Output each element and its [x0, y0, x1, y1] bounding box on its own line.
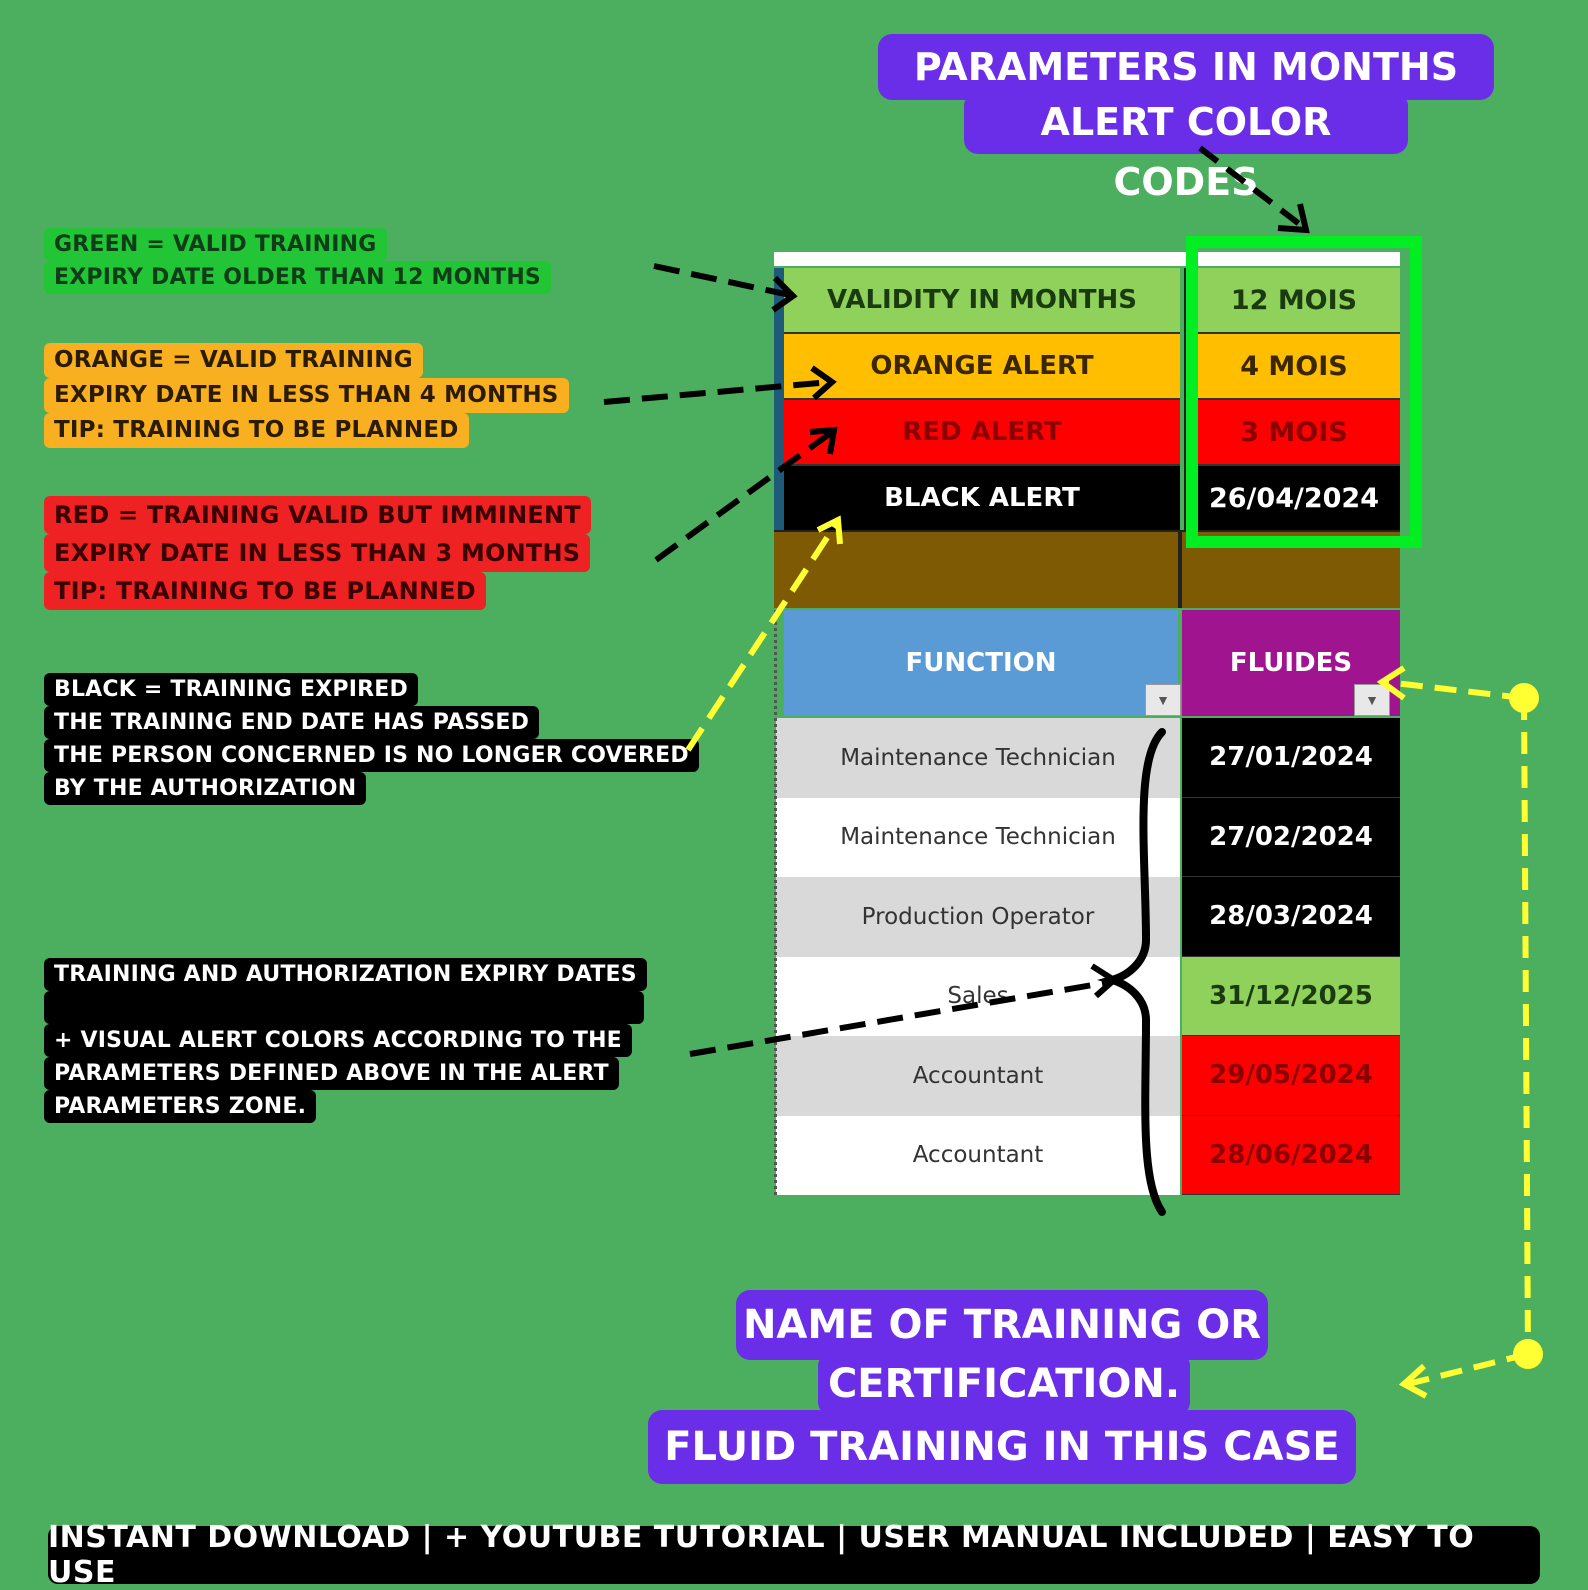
function-cell[interactable]: Maintenance Technician [776, 718, 1180, 798]
param-name-label: ORANGE ALERT [870, 351, 1094, 381]
arrow-params [1198, 145, 1310, 234]
arrow-orange [603, 365, 837, 405]
param-value-label: 4 MOIS [1240, 350, 1348, 382]
expiry-date-cell[interactable]: 31/12/2025 [1182, 956, 1400, 1036]
parameters-callout: PARAMETERS IN MONTHS FOR ALERT COLOR COD… [878, 34, 1494, 204]
function-header-label: FUNCTION [905, 648, 1057, 678]
param-name-label: BLACK ALERT [884, 483, 1080, 513]
arrow-green [653, 263, 798, 313]
parameters-callout-line1: PARAMETERS IN MONTHS FOR [878, 34, 1494, 155]
green-legend-line: EXPIRY DATE OLDER THAN 12 MONTHS [44, 261, 551, 294]
red-legend-line: TIP: TRAINING TO BE PLANNED [44, 572, 486, 610]
sheet-top-border [774, 252, 1400, 266]
black-legend: BLACK = TRAINING EXPIRED THE TRAINING EN… [44, 673, 699, 805]
param-name-cell[interactable]: ORANGE ALERT [784, 334, 1180, 400]
function-cell[interactable]: Accountant [776, 1036, 1180, 1116]
table-left-edge [774, 610, 781, 1195]
arrow-red [654, 426, 838, 563]
expiry-date-label: 27/01/2024 [1209, 742, 1373, 773]
expiry-date-label: 31/12/2025 [1209, 980, 1373, 1011]
function-filter-button[interactable]: ▼ [1145, 684, 1181, 716]
expiry-date-cell[interactable]: 29/05/2024 [1182, 1036, 1400, 1116]
training-name-callout-line3: FLUID TRAINING IN THIS CASE [648, 1410, 1356, 1484]
chevron-down-icon: ▼ [1156, 692, 1170, 708]
black-legend-line: BLACK = TRAINING EXPIRED [44, 673, 418, 706]
black-legend-line: THE TRAINING END DATE HAS PASSED [44, 706, 540, 739]
function-cell[interactable]: Accountant [776, 1115, 1180, 1195]
green-legend: GREEN = VALID TRAINING EXPIRY DATE OLDER… [44, 228, 551, 294]
expiry-date-label: 29/05/2024 [1209, 1060, 1373, 1091]
expiry-legend-line: TRAINING AND AUTHORIZATION EXPIRY DATES [44, 958, 647, 991]
training-header-label: FLUIDES [1229, 648, 1353, 678]
param-name-label: VALIDITY IN MONTHS [826, 285, 1138, 315]
function-label: Maintenance Technician [840, 744, 1116, 771]
param-value-label: 12 MOIS [1230, 284, 1358, 316]
orange-legend-line: EXPIRY DATE IN LESS THAN 4 MONTHS [44, 378, 569, 413]
red-legend-line: RED = TRAINING VALID BUT IMMINENT [44, 496, 591, 534]
function-cell[interactable]: Sales [776, 956, 1180, 1036]
orange-legend-line: TIP: TRAINING TO BE PLANNED [44, 413, 469, 448]
expiry-legend-line: + VISUAL ALERT COLORS ACCORDING TO THE [44, 1024, 632, 1057]
red-legend: RED = TRAINING VALID BUT IMMINENT EXPIRY… [44, 496, 591, 610]
arrow-training-name [1376, 665, 1531, 1399]
curly-brace [1097, 728, 1166, 1216]
function-label: Accountant [912, 1062, 1044, 1089]
training-name-callout-line2: CERTIFICATION. [818, 1352, 1190, 1416]
expiry-legend-line: PARAMETERS ZONE. [44, 1090, 317, 1123]
parameters-highlight-box [1186, 236, 1422, 548]
function-label: Accountant [912, 1142, 1044, 1169]
expiry-date-label: 27/02/2024 [1209, 821, 1373, 852]
param-name-label: RED ALERT [902, 417, 1062, 447]
expiry-date-label: 28/06/2024 [1209, 1139, 1373, 1170]
expiry-date-cell[interactable]: 28/06/2024 [1182, 1115, 1400, 1195]
function-header[interactable]: FUNCTION [784, 610, 1178, 716]
function-label: Production Operator [861, 903, 1095, 930]
param-value-cell[interactable]: 26/04/2024 [1184, 466, 1400, 532]
parameters-callout-line2: ALERT COLOR CODES [964, 92, 1408, 204]
param-value-label: 26/04/2024 [1208, 482, 1379, 514]
function-cell[interactable]: Maintenance Technician [776, 797, 1180, 877]
training-filter-button[interactable]: ▼ [1354, 684, 1390, 716]
chevron-down-icon: ▼ [1365, 692, 1379, 708]
orange-legend: ORANGE = VALID TRAINING EXPIRY DATE IN L… [44, 343, 569, 448]
function-label: Sales [947, 983, 1009, 1010]
function-label: Maintenance Technician [840, 824, 1116, 851]
param-value-cell[interactable]: 12 MOIS [1184, 268, 1400, 334]
red-legend-line: EXPIRY DATE IN LESS THAN 3 MONTHS [44, 534, 591, 572]
expiry-legend: TRAINING AND AUTHORIZATION EXPIRY DATES … [44, 958, 647, 1123]
black-legend-line: BY THE AUTHORIZATION [44, 772, 367, 805]
expiry-date-label: 28/03/2024 [1209, 901, 1373, 932]
expiry-date-cell[interactable]: 28/03/2024 [1182, 877, 1400, 957]
expiry-date-cell[interactable]: 27/01/2024 [1182, 718, 1400, 798]
promo-footer: INSTANT DOWNLOAD | + YOUTUBE TUTORIAL | … [48, 1520, 1540, 1590]
arrow-expiry [689, 963, 1119, 1057]
function-cell[interactable]: Production Operator [776, 877, 1180, 957]
param-value-cell[interactable]: 4 MOIS [1184, 334, 1400, 400]
black-legend-line: THE PERSON CONCERNED IS NO LONGER COVERE… [44, 739, 699, 772]
param-name-cell[interactable]: RED ALERT [784, 400, 1180, 466]
param-block-border [774, 268, 784, 532]
expiry-date-cell[interactable]: 27/02/2024 [1182, 797, 1400, 877]
training-name-callout-line1: NAME OF TRAINING OR [736, 1290, 1268, 1360]
param-value-label: 3 MOIS [1240, 416, 1348, 448]
param-name-cell[interactable]: VALIDITY IN MONTHS [784, 268, 1180, 334]
expiry-legend-line: PARAMETERS DEFINED ABOVE IN THE ALERT [44, 1057, 619, 1090]
arrow-black [685, 515, 843, 752]
orange-legend-line: ORANGE = VALID TRAINING [44, 343, 423, 378]
green-legend-line: GREEN = VALID TRAINING [44, 228, 387, 261]
